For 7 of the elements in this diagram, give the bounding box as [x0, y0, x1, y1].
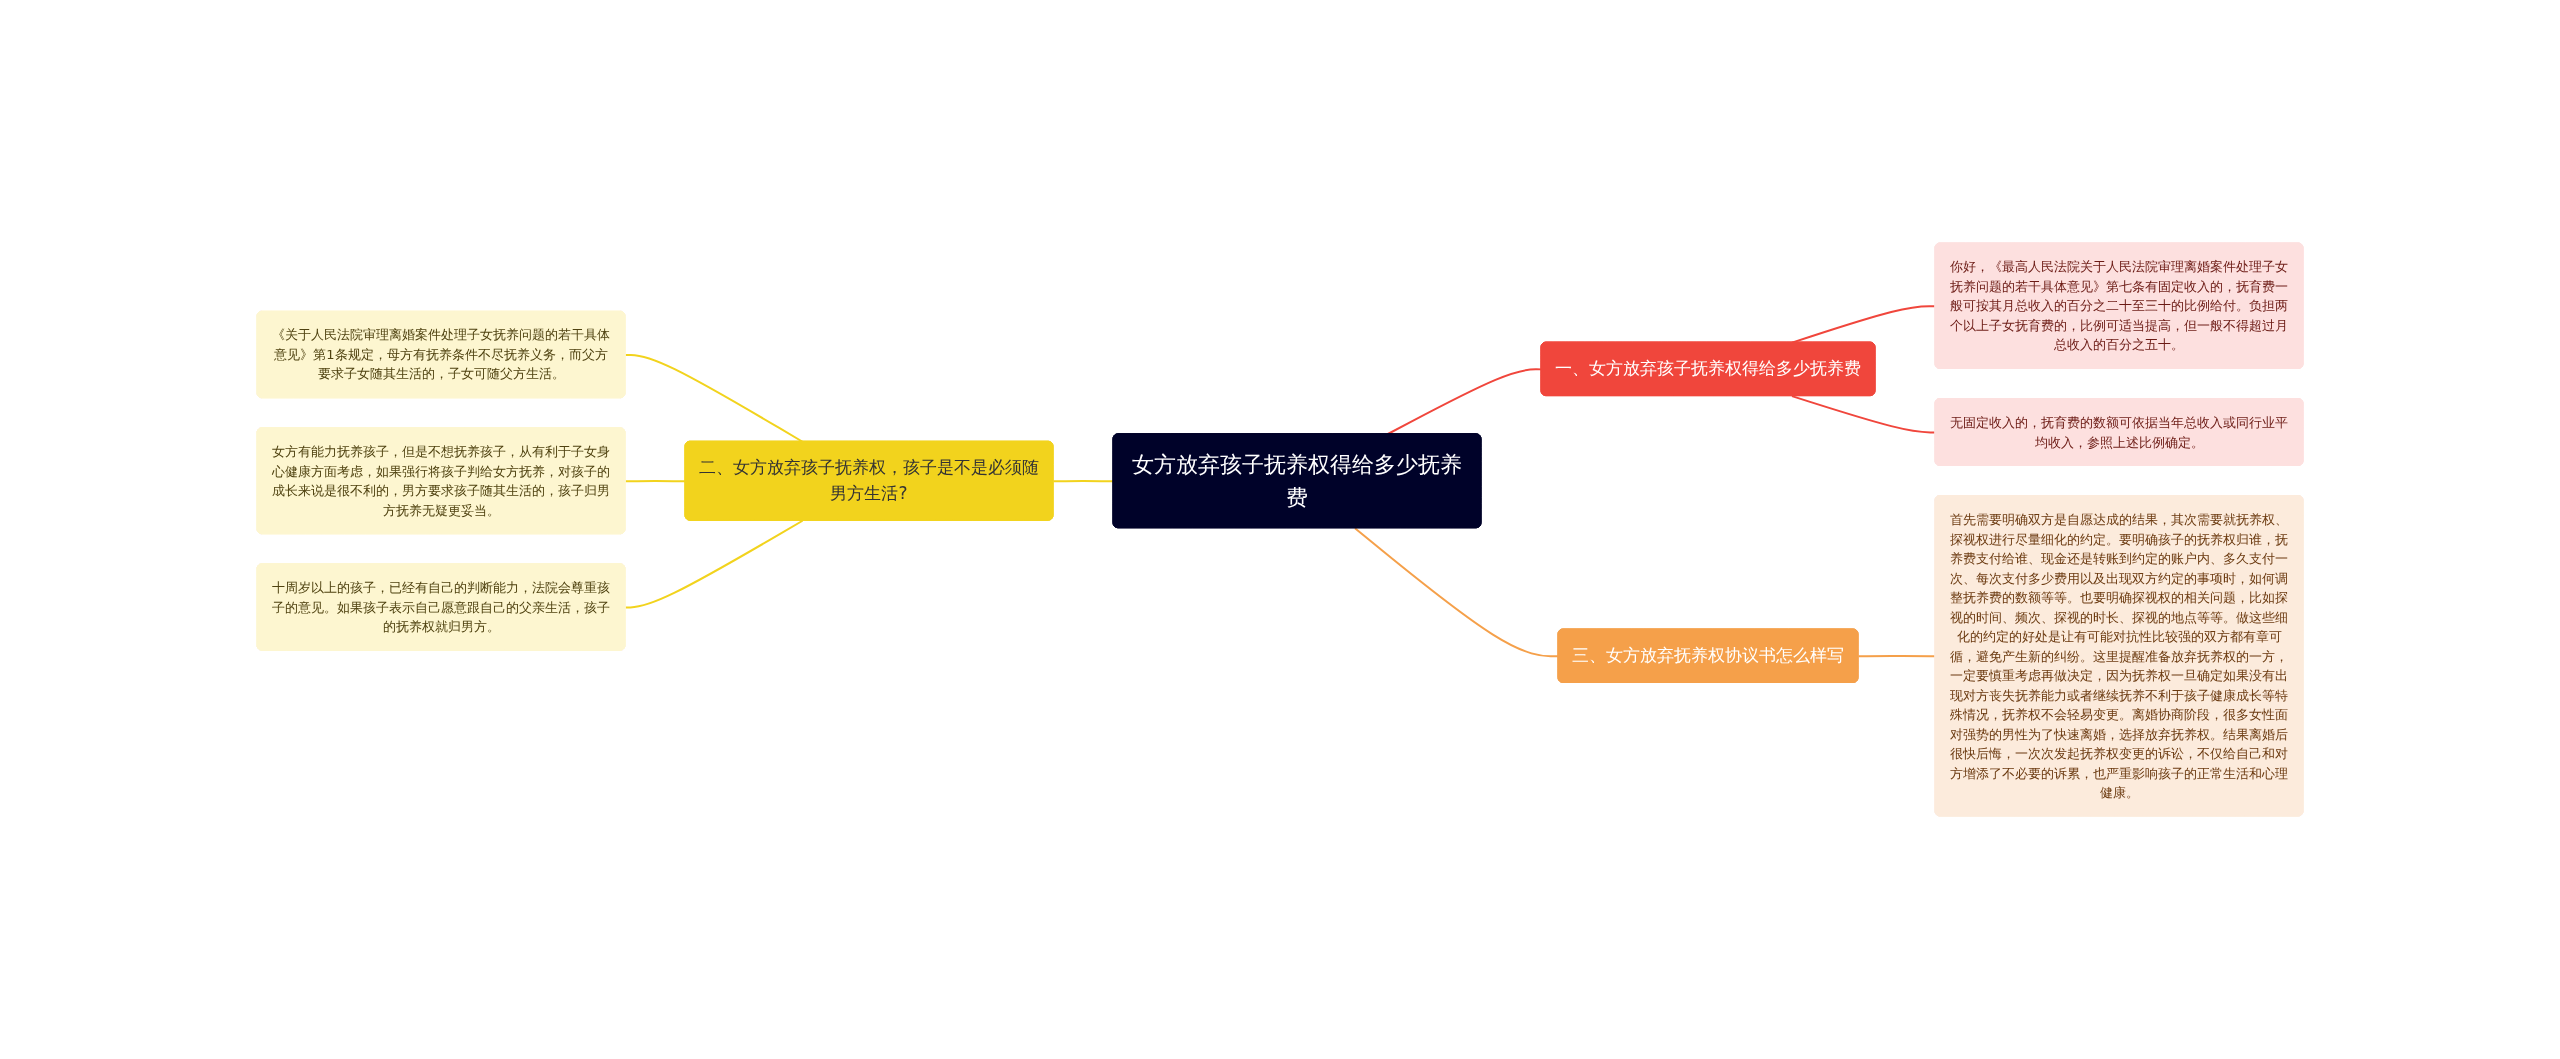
connector: [624, 519, 804, 609]
connector: [624, 479, 687, 483]
connector: [1052, 479, 1115, 483]
connector: [1857, 654, 1937, 658]
connector: [1791, 395, 1937, 434]
connector: [624, 353, 804, 443]
connector: [1353, 527, 1560, 658]
